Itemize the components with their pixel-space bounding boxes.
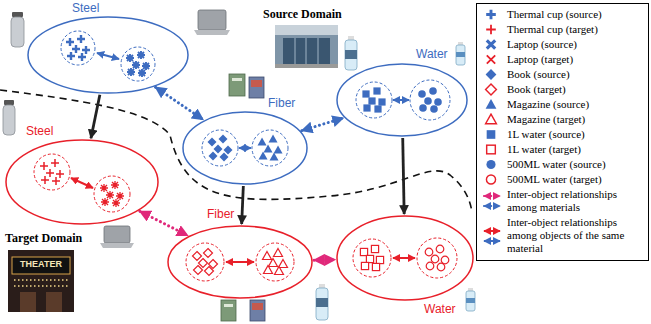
legend-sample [481,113,503,126]
legend-sample [481,83,503,96]
target-domain-photo [8,250,74,312]
material-label: Fiber [207,207,234,221]
legend-text: 500ML water (source) [507,158,606,171]
object-icons [3,10,475,321]
legend-row: Laptop (target) [481,53,644,66]
legend-sample [481,98,503,111]
legend-text: Magazine (source) [507,98,589,111]
ellipse-outline [166,205,314,300]
material-label: Steel [26,124,53,138]
ellipse-border [28,17,188,93]
ellipse-border [337,64,467,136]
material-label: Water [424,302,456,316]
object-clusters [34,31,457,281]
legend-text: Inter-object relationships among objects… [507,216,644,255]
legend-row: Thermal cup (target) [481,23,644,36]
legend-sample [481,158,503,171]
material-ellipse: Fiber [181,94,309,186]
legend-sample [481,190,503,212]
legend-sample [481,8,503,21]
legend-text: Laptop (source) [507,38,577,51]
marquee-text: THEATER [20,259,62,270]
ellipse-outline [335,45,469,138]
domain-transfer-arrow [91,95,100,139]
legend-sample [481,23,503,36]
legend-text: Laptop (target) [507,53,573,66]
ellipse-border [6,140,158,224]
legend-row: 1L water (target) [481,143,644,156]
material-ellipse: Water [335,214,475,318]
legend-text: Book (source) [507,68,570,81]
ellipse-outline [26,0,190,95]
material-ellipse: Steel [4,122,160,226]
legend-text: 1L water (source) [507,128,585,141]
legend-box: Thermal cup (source) Thermal cup (target)… [476,3,649,261]
legend-row: Inter-object relationships among materia… [481,188,644,214]
ellipse-border [183,112,307,184]
legend-text: 1L water (target) [507,143,581,156]
material-ellipse: Steel [26,0,190,95]
legend-row: Book (source) [481,68,644,81]
domain-transfer-arrow [242,186,244,224]
domain-title: Source Domain [263,7,342,21]
domain-transfer-arrow [403,138,404,214]
material-label: Fiber [268,96,295,110]
material-relation-arrow [156,87,204,119]
legend-row: Magazine (source) [481,98,644,111]
legend-text: Thermal cup (target) [507,23,598,36]
legend-row: Inter-object relationships among objects… [481,216,644,255]
legend-row: 500ML water (source) [481,158,644,171]
material-label: Water [416,47,448,61]
material-relation-arrow [314,258,335,262]
legend-sample [481,68,503,81]
ellipse-border [168,226,312,298]
ellipse-border [337,216,473,300]
legend-row: Book (target) [481,83,644,96]
legend-row: 1L water (source) [481,128,644,141]
material-relation-arrow [140,211,188,235]
legend-sample [481,53,503,66]
legend-sample [481,225,503,247]
material-relation-arrow [302,118,343,131]
legend-sample [481,128,503,141]
legend-row: Magazine (target) [481,113,644,126]
domain-title: Target Domain [5,231,82,245]
legend-text: Inter-object relationships among materia… [507,188,644,214]
domain-boundary [0,90,472,212]
legend-text: Magazine (target) [507,113,585,126]
legend-row: Thermal cup (source) [481,8,644,21]
legend-sample [481,38,503,51]
legend-text: 500ML water (target) [507,173,602,186]
legend-sample [481,173,503,186]
legend-row: 500ML water (target) [481,173,644,186]
legend-row: Laptop (source) [481,38,644,51]
legend-text: Thermal cup (source) [507,8,602,21]
legend-sample [481,143,503,156]
material-ellipse: Fiber [166,205,314,300]
material-ellipse: Water [335,45,469,138]
legend-text: Book (target) [507,83,566,96]
source-domain-photo [275,25,338,68]
material-label: Steel [72,1,99,15]
